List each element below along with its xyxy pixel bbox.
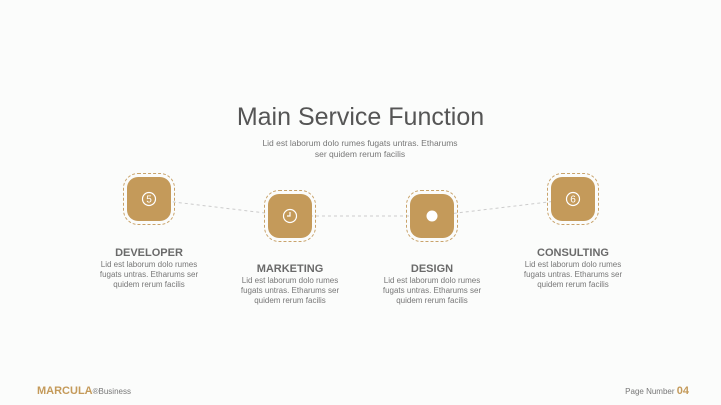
subtitle: Lid est laborum dolo rumes fugats untras… (262, 138, 458, 159)
clock-icon (282, 208, 298, 224)
brand-suffix: ®Business (92, 387, 131, 396)
dot-icon (426, 210, 438, 222)
service-text: Lid est laborum dolo rumes fugats untras… (99, 260, 199, 289)
page-number-value: 04 (676, 385, 689, 397)
svg-text:5: 5 (146, 195, 152, 206)
service-title: DESIGN (410, 263, 454, 275)
service-design: DESIGN Lid est laborum dolo rumes fugats… (377, 263, 487, 306)
brand-name: MARCULA (37, 385, 93, 397)
svg-text:6: 6 (570, 195, 576, 206)
page-title: Main Service Function (236, 103, 485, 131)
marketing-node (264, 190, 316, 242)
design-node (406, 190, 458, 242)
consulting-node: 6 (547, 173, 599, 225)
service-text: Lid est laborum dolo rumes fugats untras… (382, 276, 482, 305)
developer-node: 5 (123, 173, 175, 225)
page-label: Page Number (625, 387, 675, 396)
service-text: Lid est laborum dolo rumes fugats untras… (240, 276, 340, 305)
number-circle-icon: 6 (565, 191, 581, 207)
service-consulting: CONSULTING Lid est laborum dolo rumes fu… (518, 247, 628, 290)
service-text: Lid est laborum dolo rumes fugats untras… (523, 260, 623, 289)
page-number: Page Number 04 (625, 385, 689, 397)
service-developer: DEVELOPER Lid est laborum dolo rumes fug… (94, 247, 204, 290)
service-marketing: MARKETING Lid est laborum dolo rumes fug… (235, 263, 345, 306)
service-title: DEVELOPER (115, 247, 183, 259)
dollar-circle-icon: 5 (141, 191, 157, 207)
service-title: CONSULTING (537, 247, 609, 259)
service-title: MARKETING (256, 263, 324, 275)
brand-logo: MARCULA®Business (37, 385, 131, 397)
